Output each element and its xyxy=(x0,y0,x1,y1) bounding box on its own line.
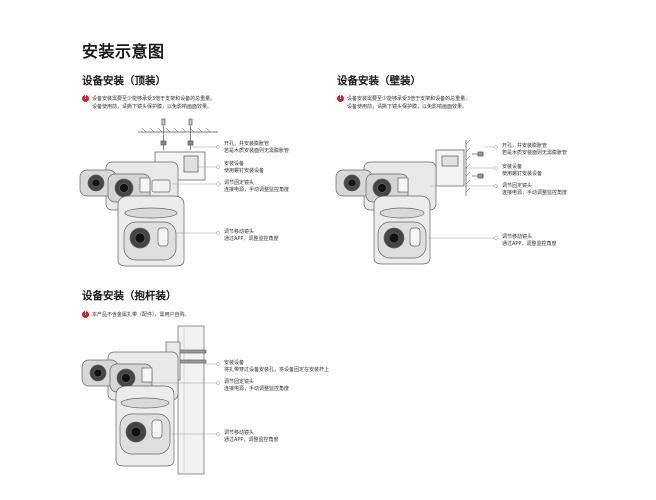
callout-title: 调节移动镜头 xyxy=(502,234,533,240)
warning-icon: ! xyxy=(82,95,89,102)
callout-desc: 连接电源，手动调整监控角度 xyxy=(224,386,290,392)
section-title-ceiling: 设备安装（顶装） xyxy=(82,75,166,87)
note-line: 设备安装需要至少能够承受3倍于支架和设备的总重量。 xyxy=(347,96,471,102)
callout-title: 安装设备 xyxy=(502,164,523,170)
callout-ceiling-3: 调节固定镜头 连接电源，手动调整监控角度 xyxy=(224,180,289,194)
callout-desc: 通过APP，调整监控角度 xyxy=(502,241,557,247)
callout-wall-2: 安装设备 使用螺钉安装设备 xyxy=(502,164,542,178)
warning-icon: ! xyxy=(82,311,89,318)
callout-title: 调节移动镜头 xyxy=(224,430,255,436)
note-line: 设备使用前，请撕下镜头保护膜，以免影响画面效果。 xyxy=(92,104,213,110)
notes-ceiling: 设备安装需要至少能够承受3倍于支架和设备的总重量。 设备使用前，请撕下镜头保护膜… xyxy=(92,95,215,111)
callout-pole-1: 安装设备 将扎带穿过设备安装孔，将设备固定在安装杆上 xyxy=(224,360,329,374)
callout-wall-4: 调节移动镜头 通过APP，调整监控角度 xyxy=(502,234,556,248)
callout-title: 开孔，并安装膨胀管 xyxy=(224,141,270,147)
callout-pole-3: 调节移动镜头 通过APP，调整监控角度 xyxy=(224,430,278,444)
callout-title: 调节固定镜头 xyxy=(502,183,533,189)
section-title-pole: 设备安装（抱杆装） xyxy=(82,290,177,302)
callout-ceiling-1: 开孔，并安装膨胀管 若是木质安装面则无需膨胀管 xyxy=(224,141,289,155)
page-title: 安装示意图 xyxy=(82,42,165,61)
callout-desc: 使用螺钉安装设备 xyxy=(224,168,265,174)
callout-pole-2: 调节固定镜头 连接电源，手动调整监控角度 xyxy=(224,379,289,393)
callout-desc: 将扎带穿过设备安装孔，将设备固定在安装杆上 xyxy=(224,367,330,373)
callout-title: 调节固定镜头 xyxy=(224,180,255,186)
callout-title: 安装设备 xyxy=(224,360,245,366)
callout-title: 调节移动镜头 xyxy=(224,229,255,235)
note-line: 设备安装需要至少能够承受3倍于支架和设备的总重量。 xyxy=(92,96,216,102)
note-line: 本产品不含金属扎带（配件），需用户自购。 xyxy=(92,312,190,318)
callout-desc: 连接电源，手动调整监控角度 xyxy=(224,187,290,193)
callout-wall-3: 调节固定镜头 连接电源，手动调整监控角度 xyxy=(502,183,567,197)
callout-title: 调节固定镜头 xyxy=(224,379,255,385)
callout-ceiling-2: 安装设备 使用螺钉安装设备 xyxy=(224,161,264,175)
notes-pole: 本产品不含金属扎带（配件），需用户自购。 xyxy=(92,311,190,319)
callout-desc: 连接电源，手动调整监控角度 xyxy=(502,190,568,196)
callout-wall-1: 开孔，并安装膨胀管 若是木质安装面则无需膨胀管 xyxy=(502,143,567,157)
callout-desc: 通过APP，调整监控角度 xyxy=(224,236,279,242)
callout-desc: 若是木质安装面则无需膨胀管 xyxy=(502,150,568,156)
note-line: 设备使用前，请撕下镜头保护膜，以免影响画面效果。 xyxy=(347,104,468,110)
callout-desc: 若是木质安装面则无需膨胀管 xyxy=(224,148,290,154)
notes-wall: 设备安装需要至少能够承受3倍于支架和设备的总重量。 设备使用前，请撕下镜头保护膜… xyxy=(347,95,470,111)
callout-desc: 通过APP，调整监控角度 xyxy=(224,437,279,443)
callout-title: 安装设备 xyxy=(224,161,245,167)
section-title-wall: 设备安装（壁装） xyxy=(337,75,421,87)
callout-ceiling-4: 调节移动镜头 通过APP，调整监控角度 xyxy=(224,229,278,243)
warning-icon: ! xyxy=(337,95,344,102)
callout-title: 开孔，并安装膨胀管 xyxy=(502,143,548,149)
callout-desc: 使用螺钉安装设备 xyxy=(502,171,543,177)
